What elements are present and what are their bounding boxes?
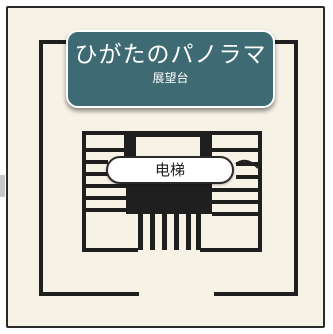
stair-tread xyxy=(86,148,126,152)
stair-tread xyxy=(212,212,258,216)
elevator-core xyxy=(124,131,212,214)
core-post-left xyxy=(124,131,136,157)
baluster xyxy=(174,214,179,250)
door-swing xyxy=(235,159,259,169)
stairs-left xyxy=(86,148,126,212)
wall-left xyxy=(39,40,43,296)
core-lintel xyxy=(136,131,200,137)
core-post-right xyxy=(200,131,212,157)
stair-tread xyxy=(236,162,258,166)
baluster xyxy=(196,214,201,250)
edge-shadow xyxy=(0,175,5,197)
baluster xyxy=(138,214,143,250)
stair-tread xyxy=(86,196,126,200)
title-card: ひがたのパノラマ 展望台 xyxy=(66,30,275,108)
core-block xyxy=(126,184,212,214)
inner-wall-right xyxy=(258,131,262,252)
wall-top-left xyxy=(39,40,69,44)
elevator-label: 电梯 xyxy=(106,156,234,184)
stair-tread xyxy=(86,160,108,164)
inner-wall-bottom-left xyxy=(82,248,138,252)
stair-tread xyxy=(212,200,258,204)
stair-tread xyxy=(86,184,126,188)
baluster xyxy=(162,214,167,250)
stair-tread xyxy=(236,175,258,179)
baluster xyxy=(150,214,155,250)
stair-tread xyxy=(86,208,126,212)
stair-tread xyxy=(212,148,258,152)
inner-wall-left xyxy=(82,131,86,252)
wall-bottom-right xyxy=(214,292,298,296)
wall-right xyxy=(294,40,298,296)
wall-top-right xyxy=(272,40,298,44)
inner-wall-top-left xyxy=(82,131,126,135)
stair-tread xyxy=(212,188,258,192)
inner-wall-bottom-right xyxy=(200,248,262,252)
sign-subtitle: 展望台 xyxy=(152,71,189,85)
railing-balusters xyxy=(138,214,201,250)
stair-tread xyxy=(86,172,108,176)
inner-wall-top-right xyxy=(210,131,262,135)
stairs-right xyxy=(212,148,258,216)
outer-walls xyxy=(39,40,298,296)
sign-title: ひがたのパノラマ xyxy=(74,42,267,68)
inner-room xyxy=(82,131,262,252)
baluster xyxy=(186,214,191,250)
wall-bottom-left xyxy=(39,292,139,296)
